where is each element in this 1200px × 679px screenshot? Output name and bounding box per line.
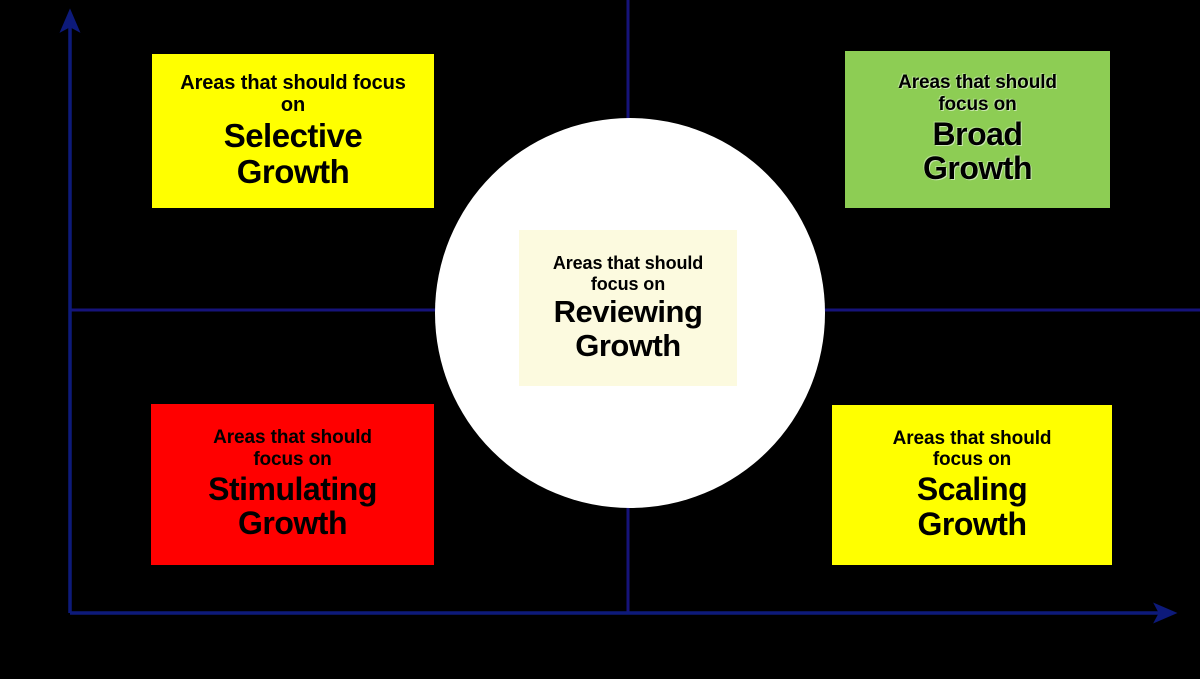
quadrant-box-selective[interactable]: Areas that should focus on Selective Gro… bbox=[152, 54, 434, 208]
center-emphasis-line2: Growth bbox=[575, 327, 681, 363]
quadrant-lead-line2: focus on bbox=[253, 448, 332, 470]
quadrant-lead-line1: Areas that should bbox=[892, 427, 1052, 449]
quadrant-emphasis-line2: Growth bbox=[917, 505, 1027, 542]
quadrant-emphasis-line2: Growth bbox=[923, 150, 1032, 187]
quadrant-emphasis-line2: Growth bbox=[236, 152, 350, 190]
center-lead-line2: focus on bbox=[590, 273, 666, 294]
quadrant-lead-line1: Areas that should bbox=[898, 72, 1057, 94]
quadrant-box-broad[interactable]: Areas that should focus on Broad Growth bbox=[845, 51, 1110, 208]
quadrant-lead-line1: Areas that should focus bbox=[180, 71, 406, 94]
quadrant-box-scaling[interactable]: Areas that should focus on Scaling Growt… bbox=[832, 405, 1112, 565]
quadrant-emphasis-line1: Broad bbox=[932, 115, 1023, 152]
quadrant-lead-line2: focus on bbox=[938, 93, 1017, 115]
quadrant-lead-line1: Areas that should bbox=[213, 427, 372, 449]
quadrant-emphasis-line1: Scaling bbox=[916, 471, 1028, 508]
center-emphasis-line1: Reviewing bbox=[553, 294, 703, 330]
center-lead-line1: Areas that should bbox=[552, 252, 704, 273]
quadrant-emphasis-line2: Growth bbox=[238, 505, 347, 542]
quadrant-lead-line2: focus on bbox=[932, 449, 1012, 471]
quadrant-box-stimulating[interactable]: Areas that should focus on Stimulating G… bbox=[151, 404, 434, 565]
quadrant-emphasis-line1: Stimulating bbox=[208, 470, 377, 507]
quadrant-lead-line2: on bbox=[280, 94, 306, 117]
center-label-reviewing[interactable]: Areas that should focus on Reviewing Gro… bbox=[519, 230, 737, 386]
quadrant-emphasis-line1: Selective bbox=[223, 117, 363, 155]
